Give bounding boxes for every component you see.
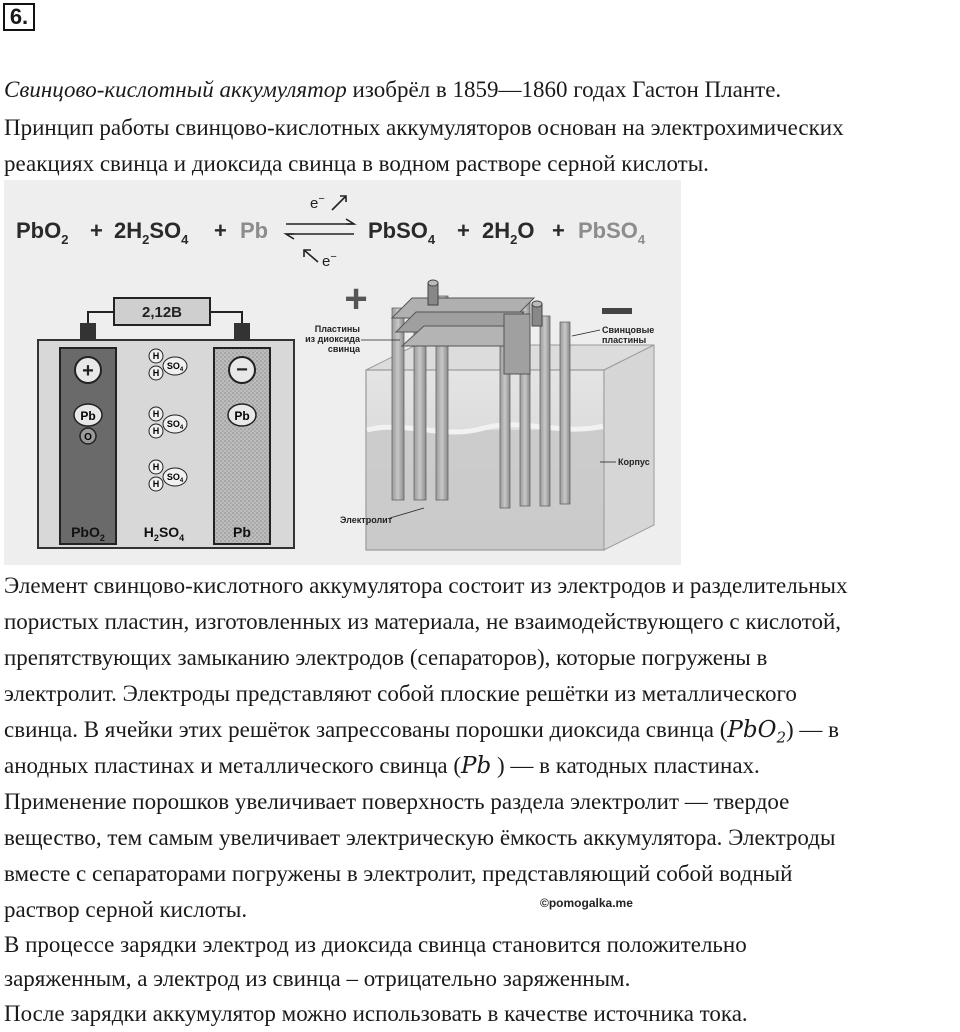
body-line-8: вещество, тем самым увеличивает электрич… bbox=[4, 825, 836, 850]
electron-top: e− bbox=[310, 193, 325, 212]
intro-term: Свинцово-кислотный аккумулятор bbox=[4, 77, 347, 102]
svg-text:2H2SO4: 2H2SO4 bbox=[114, 218, 189, 247]
eq-plus-2: + bbox=[214, 218, 227, 243]
body-line-1: Элемент свинцово-кислотного аккумулятора… bbox=[4, 573, 848, 598]
plus-icon: + bbox=[82, 360, 94, 382]
label-pb-plates-2: пластины bbox=[602, 335, 647, 345]
plus-mark-icon: + bbox=[344, 277, 367, 321]
body-line-5: свинца. В ячейки этих решёток запрессова… bbox=[4, 717, 840, 747]
svg-text:H: H bbox=[153, 479, 160, 489]
svg-text:SO4: SO4 bbox=[167, 472, 184, 484]
eq-plus-3: + bbox=[457, 218, 470, 243]
svg-text:H: H bbox=[153, 426, 160, 436]
voltage-label: 2,12В bbox=[142, 304, 182, 321]
h2so4-molecule-3: H H SO4 bbox=[148, 459, 188, 492]
electron-bottom: e− bbox=[322, 251, 337, 270]
eq-pbso4: PbSO bbox=[368, 218, 428, 243]
svg-text:PbO2: PbO2 bbox=[16, 218, 68, 247]
label-pbo2-plates-1: Пластины bbox=[315, 324, 361, 334]
body-line-13: После зарядки аккумулятор можно использо… bbox=[4, 1001, 748, 1026]
electrode-right-label: Pb bbox=[233, 524, 251, 540]
svg-text:H: H bbox=[153, 368, 160, 378]
svg-text:PbSO4: PbSO4 bbox=[578, 218, 646, 247]
intro-line-1: Свинцово-кислотный аккумулятор изобрёл в… bbox=[4, 72, 781, 108]
atom-o: O bbox=[84, 432, 92, 443]
h2so4-molecule-2: H H SO4 bbox=[148, 406, 188, 439]
eq-pbso4-gray: PbSO bbox=[578, 218, 638, 243]
eq-plus-4: + bbox=[552, 218, 565, 243]
svg-text:PbSO4: PbSO4 bbox=[368, 218, 436, 247]
label-pbo2-plates-2: из диоксида bbox=[305, 334, 361, 344]
battery-3d-illustration: + bbox=[305, 277, 655, 551]
body-line-2: пористых пластин, изготовленных из матер… bbox=[4, 609, 842, 634]
h2so4-molecule-1: H H SO4 bbox=[148, 348, 188, 381]
label-pb-plates-1: Свинцовые bbox=[602, 325, 654, 335]
reaction-equation: PbO2 + 2H2SO4 + Pb PbSO4 + 2H2O + PbSO4 bbox=[16, 218, 646, 247]
electrolyte-label: H2SO4 bbox=[144, 524, 184, 543]
svg-text:2H2O: 2H2O bbox=[482, 218, 534, 247]
body-line-10: раствор серной кислоты. bbox=[4, 897, 248, 922]
eq-plus-1: + bbox=[90, 218, 103, 243]
battery-figure: PbO2 + 2H2SO4 + Pb PbSO4 + 2H2O + PbSO4 … bbox=[4, 180, 681, 565]
label-electrolyte: Электролит bbox=[340, 515, 393, 525]
formula-pb: Pb bbox=[461, 753, 492, 779]
body-line-12: заряженным, а электрод из свинца – отриц… bbox=[4, 966, 631, 991]
label-pbo2-plates-3: свинца bbox=[328, 344, 361, 354]
label-case: Корпус bbox=[618, 457, 650, 467]
svg-text:H: H bbox=[153, 351, 160, 361]
intro-line-3: реакциях свинца и диоксида свинца в водн… bbox=[4, 151, 709, 176]
reversible-arrow-icon bbox=[283, 195, 357, 263]
electrode-left-label: PbO2 bbox=[71, 524, 105, 543]
body-line-9: вместе с сепараторами погружены в электр… bbox=[4, 861, 793, 886]
cell-schematic: 2,12В + − Pb O Pb H H bbox=[37, 297, 295, 549]
body-line-11: В процессе зарядки электрод из диоксида … bbox=[4, 932, 747, 957]
minus-mark-icon bbox=[602, 308, 632, 314]
svg-text:H: H bbox=[153, 409, 160, 419]
svg-text:H: H bbox=[153, 462, 160, 472]
atom-pb-right: Pb bbox=[234, 409, 249, 423]
intro-line-2: Принцип работы свинцово-кислотных аккуму… bbox=[4, 115, 844, 140]
eq-pbo2: PbO bbox=[16, 218, 61, 243]
task-number: 6. bbox=[3, 3, 35, 31]
watermark: ©pomogalka.me bbox=[540, 896, 633, 910]
atom-pb-left: Pb bbox=[80, 409, 95, 423]
body-line-6: анодных пластинах и металлического свинц… bbox=[4, 753, 760, 779]
body-line-7: Применение порошков увеличивает поверхно… bbox=[4, 789, 790, 814]
minus-icon: − bbox=[236, 359, 248, 381]
intro-line-1-rest: изобрёл в 1859—1860 годах Гастон Планте. bbox=[346, 77, 782, 102]
eq-pb: Pb bbox=[240, 218, 268, 243]
body-line-3: препятствующих замыканию электродов (сеп… bbox=[4, 645, 768, 670]
body-line-4: электролит. Электроды представляют собой… bbox=[4, 681, 797, 706]
svg-text:SO4: SO4 bbox=[167, 361, 184, 373]
formula-pbo2: PbO2 bbox=[727, 717, 787, 747]
svg-text:SO4: SO4 bbox=[167, 419, 184, 431]
